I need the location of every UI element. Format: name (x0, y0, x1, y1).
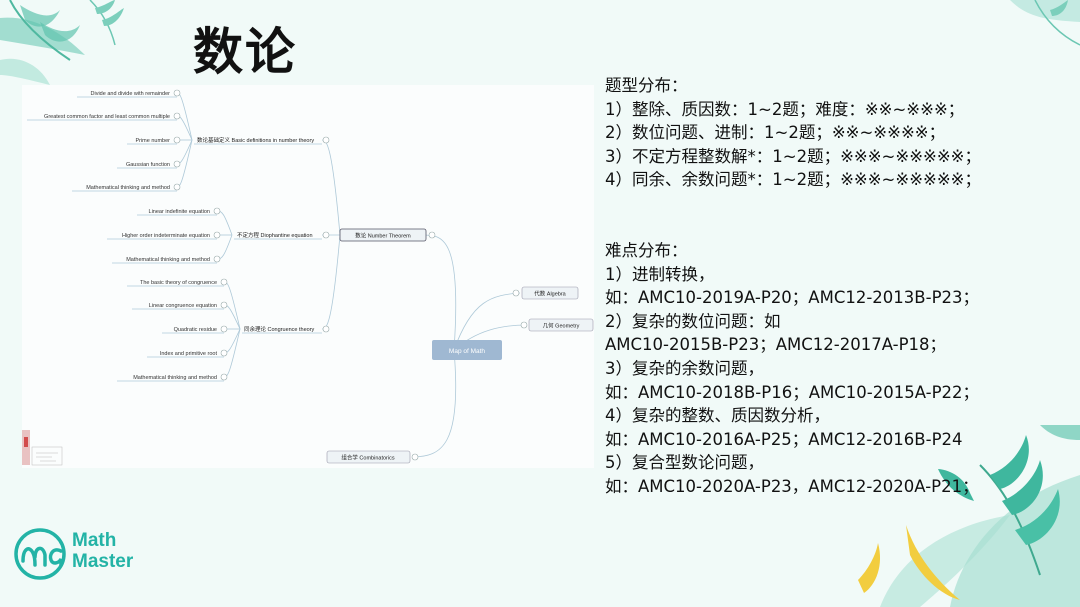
mind-map-diagram: Divide and divide with remainder Greates… (22, 89, 594, 466)
branch-algebra-box[interactable] (521, 286, 579, 300)
leaf-gaussian-function: Gaussian function (126, 162, 170, 168)
logo-text-math: Math (72, 530, 117, 551)
difficulty-line: 3）复杂的余数问题， (605, 358, 764, 378)
question-type-item: 4）同余、余数问题*：1~2题；※※※~※※※※※； (605, 170, 981, 190)
leaf-linear-congruence: Linear congruence equation (149, 303, 217, 309)
leaf-gcf-lcm: Greatest common factor and least common … (44, 114, 170, 120)
leaf-math-thinking-3: Mathematical thinking and method (133, 375, 217, 381)
branch-combinatorics-box[interactable] (326, 450, 411, 464)
leaf-higher-order: Higher order indeterminate equation (122, 233, 210, 239)
branch-combinatorics: 组合学 Combinatorics (341, 454, 394, 462)
logo-text-master: Master (72, 551, 134, 572)
branch-number-theorem: 数论 Number Theorem (355, 232, 411, 240)
leaf-linear-indefinite: Linear indefinite equation (149, 209, 210, 215)
leaf-math-thinking-1: Mathematical thinking and method (86, 185, 170, 191)
expand-icons (173, 89, 528, 461)
sub-branch-diophantine: 不定方程 Diophantine equation (237, 231, 313, 239)
slide-title: 数论 (193, 23, 297, 81)
leaf-divide: Divide and divide with remainder (91, 91, 171, 97)
leaf-index-primitive-root: Index and primitive root (160, 351, 218, 357)
difficulty-line: AMC10-2015B-P23；AMC12-2017A-P18； (605, 335, 947, 355)
difficulty-line: 如：AMC10-2016A-P25；AMC12-2016B-P24 (605, 429, 963, 449)
difficulty-line: 4）复杂的整数、质因数分析， (605, 406, 830, 426)
question-type-item: 2）数位问题、进制：1~2题；※※~※※※※； (605, 123, 946, 143)
leaf-math-thinking-2: Mathematical thinking and method (126, 257, 210, 263)
difficulty-line: 如：AMC10-2019A-P20；AMC12-2013B-P23； (605, 288, 980, 308)
leaf-decoration-bottom-right (858, 425, 1080, 607)
leaf-prime-number: Prime number (135, 138, 170, 144)
branch-geometry-box[interactable] (528, 318, 594, 332)
root-node: Map of Math (449, 348, 486, 355)
mind-map-connectors (27, 92, 528, 458)
branch-number-theorem-box[interactable] (339, 228, 427, 242)
leaf-quadratic-residue: Quadratic residue (174, 327, 217, 333)
difficulty-line: 2）复杂的数位问题：如 (605, 311, 781, 331)
leaf-decoration-top-left (0, 0, 124, 85)
difficulty-line: 1）进制转换， (605, 264, 715, 284)
leaf-basic-congruence: The basic theory of congruence (140, 280, 217, 286)
question-type-item: 3）不定方程整数解*：1~2题；※※※~※※※※※； (605, 146, 981, 166)
math-master-logo: Math Master (13, 527, 163, 583)
logo-icon (14, 528, 66, 580)
difficulties-heading: 难点分布： (605, 240, 688, 260)
question-types-heading: 题型分布： (605, 76, 688, 95)
mind-map-panel: Divide and divide with remainder Greates… (22, 85, 594, 468)
sub-branch-basic-definitions: 数论基础定义 Basic definitions in number theor… (197, 136, 314, 144)
difficulty-line: 如：AMC10-2018B-P16；AMC10-2015A-P22； (605, 382, 980, 402)
branch-geometry: 几何 Geometry (543, 322, 580, 330)
question-type-item: 1）整除、质因数：1~2题；难度：※※~※※※； (605, 99, 965, 119)
sub-branch-congruence: 同余理论 Congruence theory (244, 325, 315, 333)
difficulty-line: 5）复合型数论问题， (605, 453, 764, 473)
difficulty-line: 如：AMC10-2020A-P23，AMC12-2020A-P21； (605, 476, 979, 496)
branch-algebra: 代数 Algebra (534, 290, 566, 298)
minimap-thumbnail[interactable] (22, 430, 63, 466)
leaf-decoration-top-right (1010, 0, 1080, 46)
analysis-text: 题型分布： 1）整除、质因数：1~2题；难度：※※~※※※； 2）数位问题、进制… (605, 74, 1075, 499)
root-node-box[interactable] (432, 340, 502, 360)
